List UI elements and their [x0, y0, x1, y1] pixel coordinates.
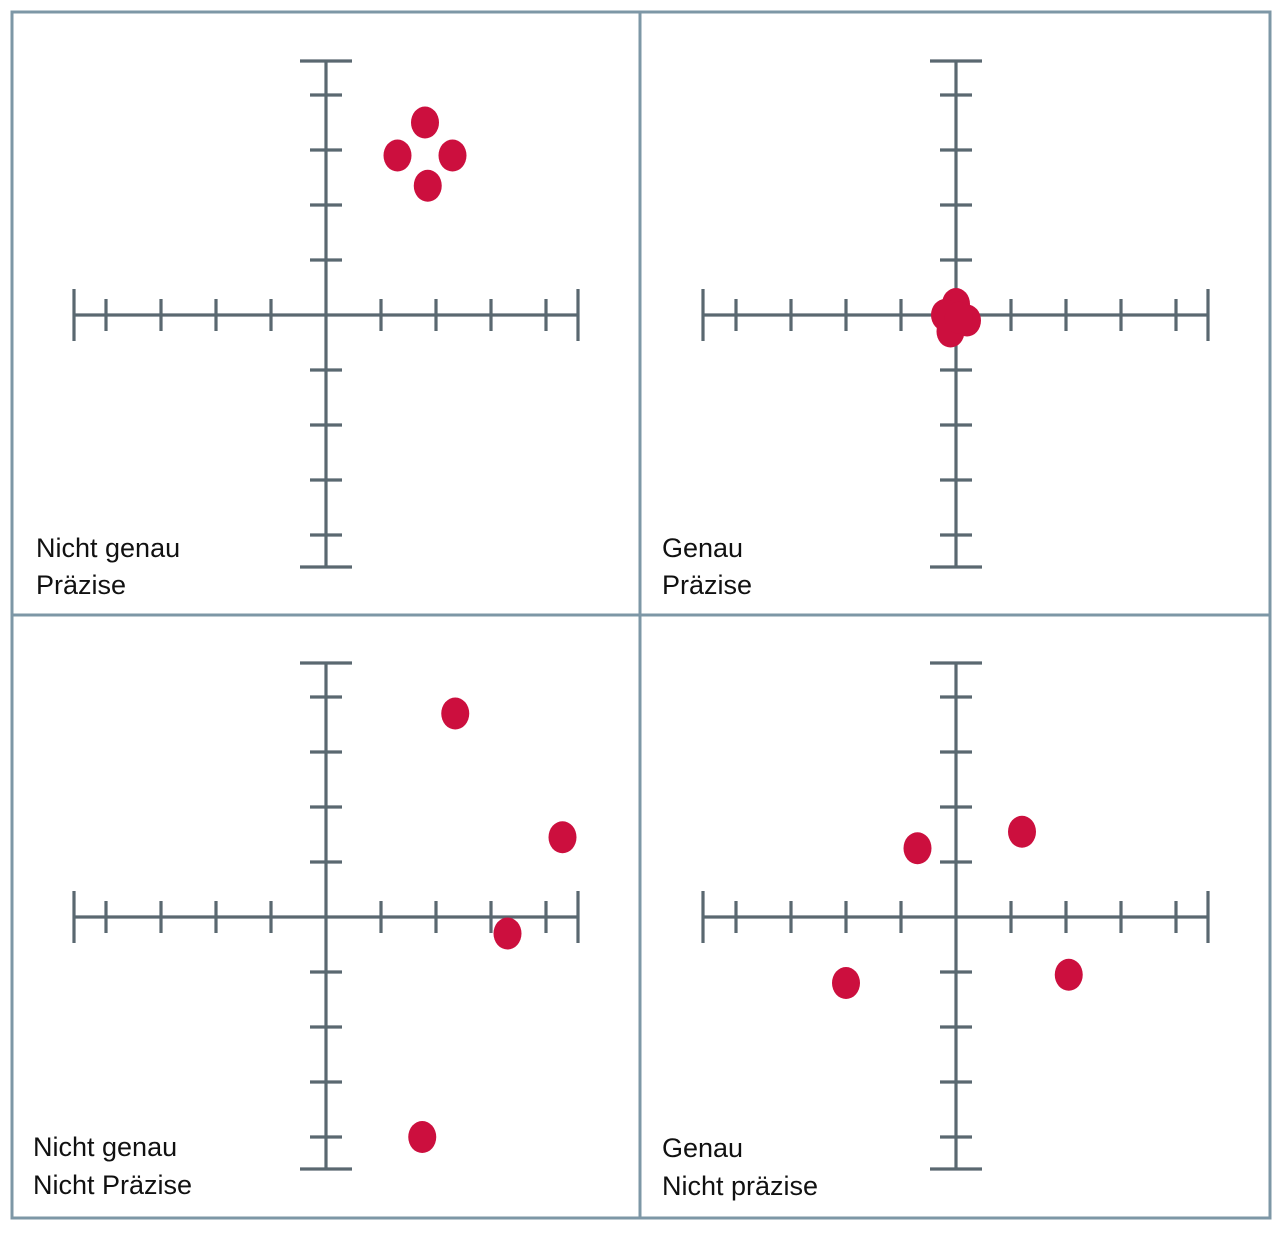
panel-grid-frame — [10, 10, 1272, 1220]
data-point — [411, 106, 439, 139]
panel-top-left: Nicht genau Präzise — [36, 59, 580, 600]
precision-label: Nicht präzise — [662, 1171, 818, 1201]
crosshair-axes — [72, 59, 580, 569]
data-point — [408, 1121, 437, 1153]
crosshair-axes — [72, 661, 580, 1171]
crosshair-axes — [701, 661, 1210, 1171]
data-point — [903, 832, 932, 865]
accuracy-label: Genau — [662, 533, 743, 563]
data-points — [383, 106, 467, 202]
data-point — [493, 917, 522, 950]
accuracy-label: Nicht genau — [33, 1132, 177, 1162]
data-point — [1008, 815, 1036, 848]
data-points — [408, 697, 577, 1153]
data-point — [413, 169, 442, 202]
panel-bottom-left: Nicht genau Nicht Präzise — [33, 661, 580, 1200]
precision-label: Präzise — [36, 570, 126, 600]
panel-top-right: Genau Präzise — [662, 59, 1210, 600]
data-point — [438, 139, 467, 172]
data-points — [931, 288, 981, 348]
precision-label: Präzise — [662, 570, 752, 600]
precision-label: Nicht Präzise — [33, 1170, 192, 1200]
data-point — [944, 301, 973, 334]
accuracy-label: Nicht genau — [36, 533, 180, 563]
panel-bottom-right: Genau Nicht präzise — [662, 661, 1210, 1201]
data-point — [383, 139, 412, 172]
data-point — [1054, 958, 1083, 991]
data-point — [832, 967, 860, 999]
accuracy-label: Genau — [662, 1133, 743, 1163]
data-point — [548, 821, 577, 854]
data-points — [832, 815, 1083, 999]
data-point — [441, 697, 470, 730]
